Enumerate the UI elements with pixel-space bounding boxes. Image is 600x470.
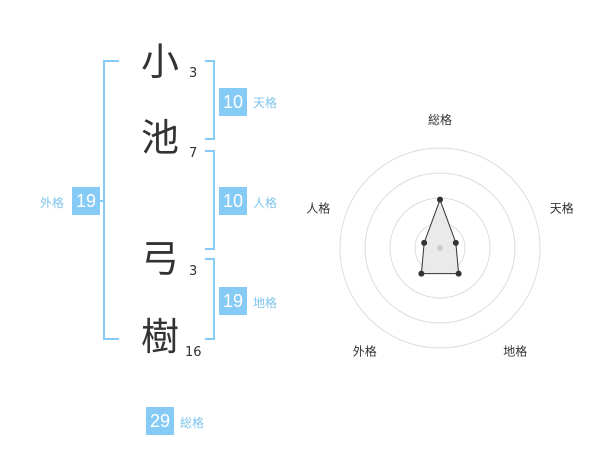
chikaku-value: 19 <box>219 287 247 315</box>
tenkaku-label: 天格 <box>253 96 278 110</box>
jinkaku-value: 10 <box>219 187 247 215</box>
stroke-count-3: 3 <box>189 264 198 279</box>
soukaku-label: 総格 <box>180 416 205 430</box>
radar-grid <box>339 147 541 349</box>
radar-series <box>418 196 462 277</box>
name-char-4: 樹 <box>140 315 179 359</box>
chikaku-label: 地格 <box>253 296 278 310</box>
gaikaku-bracket-tick <box>97 200 104 202</box>
radar-point-2 <box>452 239 459 246</box>
stroke-count-4: 16 <box>185 345 202 360</box>
gaikaku-value: 19 <box>72 187 100 215</box>
radar-axis-label-3: 地格 <box>503 344 527 359</box>
stroke-count-2: 7 <box>189 146 198 161</box>
radar-ring-4 <box>339 147 541 349</box>
radar-point-1 <box>437 196 443 203</box>
radar-center-dot <box>437 245 443 251</box>
tenkaku-bracket <box>205 60 215 140</box>
gaikaku-bracket <box>103 60 119 340</box>
radar-ring-3 <box>364 172 516 324</box>
soukaku-value: 29 <box>146 407 174 435</box>
radar-point-3 <box>455 270 462 277</box>
jinkaku-label: 人格 <box>253 196 278 210</box>
stroke-count-1: 3 <box>189 66 198 81</box>
name-char-1: 小 <box>140 40 179 84</box>
radar-axis-label-5: 人格 <box>306 200 330 215</box>
gaikaku-label: 外格 <box>40 196 65 210</box>
radar-axis-label-2: 天格 <box>550 200 574 215</box>
radar-polygon <box>420 198 460 275</box>
name-char-3: 弓 <box>140 237 179 281</box>
radar-axis-label-4: 外格 <box>353 344 377 359</box>
name-char-2: 池 <box>140 116 179 160</box>
radar-axis-label-1: 総格 <box>428 112 452 127</box>
chikaku-bracket <box>205 258 215 340</box>
radar-point-4 <box>418 270 425 277</box>
jinkaku-bracket <box>205 150 215 250</box>
radar-point-5 <box>421 239 428 246</box>
tenkaku-value: 10 <box>219 88 247 116</box>
